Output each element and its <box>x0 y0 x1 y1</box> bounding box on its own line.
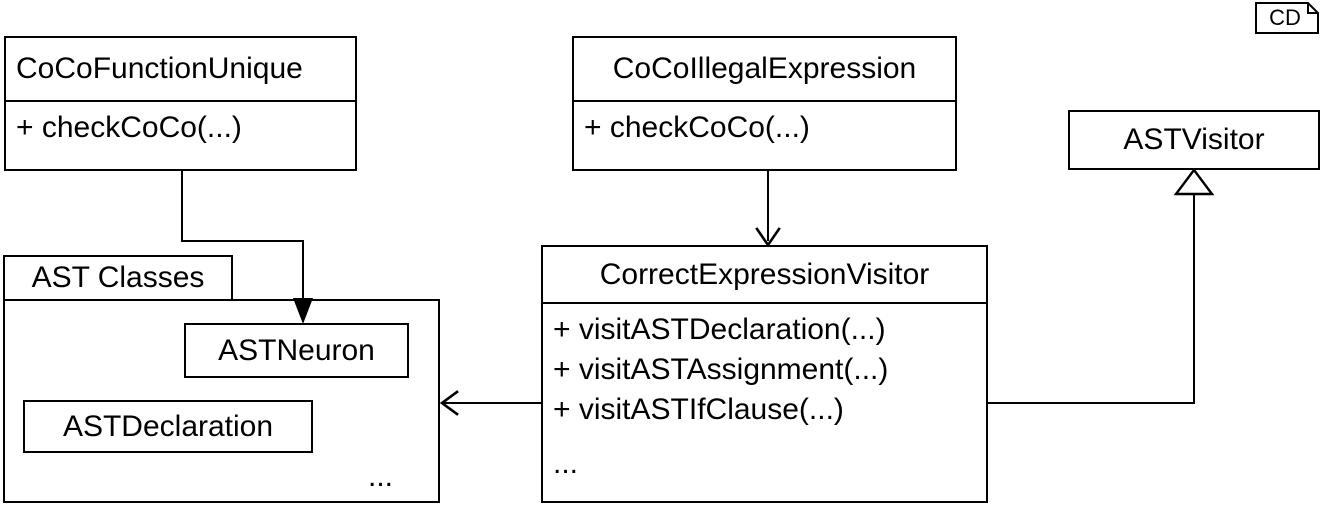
class-cocoillegalexpression[interactable]: CoCoIllegalExpression + checkCoCo(...) <box>572 36 957 171</box>
relation-cocofunctionunique-astneuron-segment-down <box>181 171 183 242</box>
class-cocoillegalexpression-name: CoCoIllegalExpression <box>612 52 917 85</box>
diagram-kind-marker: CD <box>1255 2 1319 34</box>
class-astneuron-name: ASTNeuron <box>218 333 375 367</box>
class-cocofunctionunique-name: CoCoFunctionUnique <box>16 52 303 85</box>
class-correctexpressionvisitor-name: CorrectExpressionVisitor <box>599 257 930 291</box>
compartment-divider <box>574 100 955 102</box>
relation-cocofunctionunique-astneuron-arrowhead <box>293 298 313 324</box>
operations-more-indicator: ... <box>553 447 579 480</box>
operation-item: + visitASTDeclaration(...) <box>553 313 886 346</box>
operation-item: + visitASTIfClause(...) <box>553 393 844 426</box>
operation-item: + checkCoCo(...) <box>16 111 242 144</box>
note-folded-corner-icon <box>1255 2 1319 34</box>
relation-cocofunctionunique-astneuron-segment-drop <box>302 240 304 308</box>
class-astdeclaration[interactable]: ASTDeclaration <box>23 400 313 453</box>
package-ast-classes-label: AST Classes <box>31 261 205 294</box>
operations-gap <box>553 430 986 444</box>
diagram-kind-label: CD <box>1269 5 1301 30</box>
compartment-divider <box>6 100 355 102</box>
relation-visitor-astvisitor-segment-right <box>986 402 1195 404</box>
relation-visitor-astvisitor-hollow-triangle <box>1173 168 1215 196</box>
class-correctexpressionvisitor-operations: + visitASTDeclaration(...) + visitASTAss… <box>543 304 986 484</box>
class-astvisitor[interactable]: ASTVisitor <box>1068 110 1320 170</box>
class-correctexpressionvisitor[interactable]: CorrectExpressionVisitor + visitASTDecla… <box>541 245 988 503</box>
relation-cocoillegalexpression-visitor-segment <box>767 171 769 241</box>
class-astdeclaration-name: ASTDeclaration <box>62 409 274 443</box>
class-cocofunctionunique[interactable]: CoCoFunctionUnique + checkCoCo(...) <box>4 36 357 171</box>
relation-cocofunctionunique-astneuron-segment-right <box>181 240 304 242</box>
class-cocofunctionunique-operations: + checkCoCo(...) <box>6 102 355 148</box>
relation-visitor-astclasses-segment <box>444 402 543 404</box>
relation-visitor-astclasses-arrowhead <box>439 390 459 416</box>
operation-item: + visitASTAssignment(...) <box>553 353 889 386</box>
operation-item: + checkCoCo(...) <box>584 111 810 144</box>
relation-cocoillegalexpression-visitor-arrowhead <box>755 227 781 248</box>
package-more-indicator: ... <box>368 460 394 493</box>
relation-visitor-astvisitor-segment-up <box>1193 192 1195 404</box>
compartment-divider <box>543 302 986 304</box>
package-ast-classes-tab[interactable]: AST Classes <box>3 255 233 301</box>
class-cocoillegalexpression-operations: + checkCoCo(...) <box>574 102 955 148</box>
class-astneuron[interactable]: ASTNeuron <box>184 323 409 378</box>
class-astvisitor-name: ASTVisitor <box>1123 123 1265 156</box>
